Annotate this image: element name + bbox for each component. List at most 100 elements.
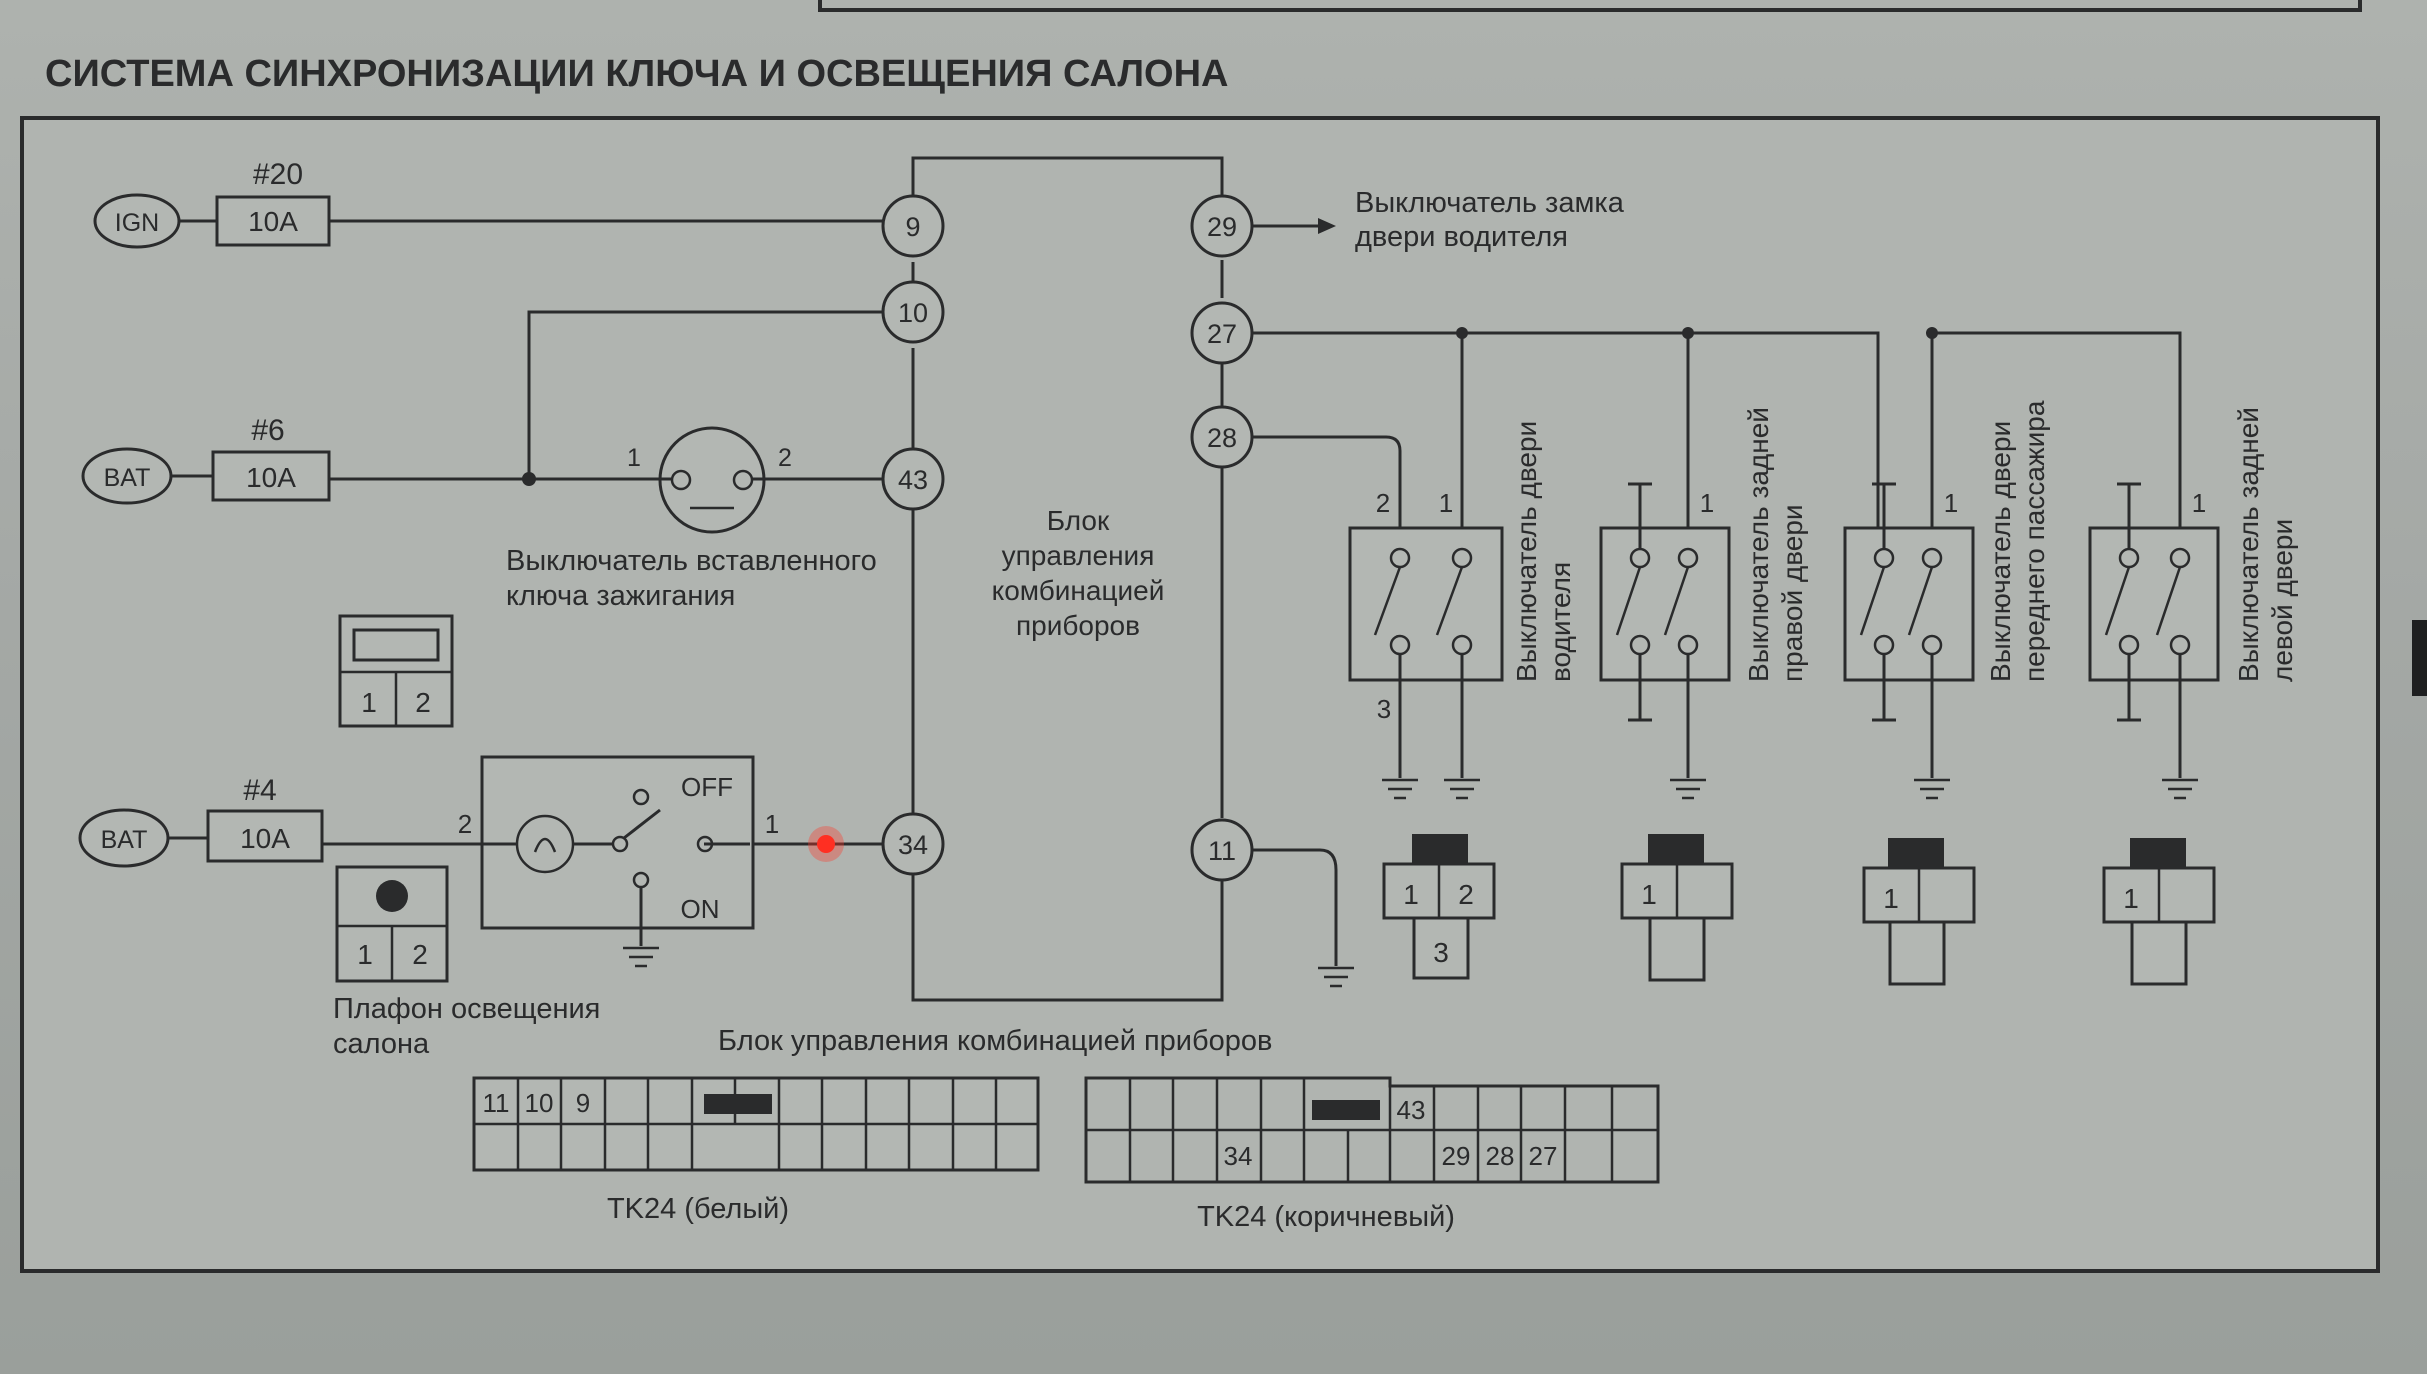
- control-unit-label-3: комбинацией: [992, 575, 1165, 606]
- pin-27-bus: [1252, 331, 1934, 528]
- front-passenger-door-switch: [1843, 482, 1975, 722]
- driver-door-pin3: 3: [1377, 694, 1391, 724]
- small-connector-pin2: 2: [415, 687, 431, 718]
- connector-white-label: TK24 (белый): [607, 1193, 789, 1225]
- room-lamp-pin1: 1: [765, 809, 779, 839]
- fuse-4-rating: 10A: [240, 823, 290, 854]
- white-pin-11: 11: [483, 1088, 510, 1118]
- driver-door-label-1: Выключатель двери: [1511, 421, 1542, 682]
- driver-door-switch-leads: [1398, 654, 1464, 778]
- door-lock-label-1: Выключатель замка: [1355, 187, 1625, 219]
- pin-11-label: 11: [1208, 836, 1236, 866]
- pin-28-label: 28: [1207, 423, 1237, 453]
- room-lamp-pin2: 2: [458, 809, 472, 839]
- key-switch: [658, 426, 766, 534]
- fuse-4: [206, 809, 324, 863]
- pin-34-label: 34: [898, 830, 928, 860]
- connectors-title: Блок управления комбинацией приборов: [718, 1025, 1272, 1057]
- fuse-4-number: #4: [243, 774, 276, 807]
- control-unit-label-2: управления: [1002, 540, 1155, 571]
- brown-pin-43: 43: [1397, 1095, 1426, 1125]
- page-edge-tab: [2412, 620, 2427, 696]
- pin-29-label: 29: [1207, 212, 1237, 242]
- fuse-6-rating: 10A: [246, 462, 296, 493]
- pin-10: [881, 280, 945, 344]
- rear-right-door-switch: [1599, 482, 1731, 722]
- key-switch-label-2: ключа зажигания: [506, 580, 735, 612]
- room-lamp-label-1: Плафон освещения: [333, 993, 600, 1025]
- lamp-connector-pin2: 2: [412, 939, 428, 970]
- ign-label: IGN: [115, 209, 159, 237]
- rear-right-door-label-2: правой двери: [1777, 504, 1808, 682]
- control-unit-label-1: Блок: [1047, 505, 1110, 536]
- front-passenger-connector-pin1: 1: [1883, 883, 1899, 914]
- driver-connector-pin2: 2: [1458, 879, 1474, 910]
- rear-left-door-connector: [2102, 838, 2216, 986]
- room-lamp-ground: [623, 946, 659, 968]
- pin-34: [881, 812, 945, 876]
- rear-left-connector-pin1: 1: [2123, 883, 2139, 914]
- room-lamp-contact-off: [632, 788, 650, 806]
- indicator-dot: [817, 835, 835, 853]
- driver-door-pin1: 1: [1439, 488, 1453, 518]
- rear-right-door-connector: [1620, 834, 1734, 982]
- fuse-20-number: #20: [253, 158, 303, 191]
- front-passenger-door-connector: [1862, 838, 1976, 986]
- room-lamp-contact-common: [611, 835, 629, 853]
- small-connector-pin1: 1: [361, 687, 377, 718]
- driver-door-label-2: водителя: [1545, 562, 1576, 682]
- room-lamp-filament: [533, 837, 557, 853]
- driver-door-switch: [1348, 526, 1504, 682]
- lamp-connector-pin1: 1: [357, 939, 373, 970]
- lamp-connector-grid: [337, 924, 447, 981]
- small-connector-slot: [352, 628, 440, 662]
- white-pin-10: 10: [525, 1088, 554, 1118]
- rear-right-connector-pin1: 1: [1641, 879, 1657, 910]
- driver-door-pin2: 2: [1376, 488, 1390, 518]
- room-lamp-off-label: OFF: [681, 772, 733, 802]
- white-pin-9: 9: [576, 1088, 590, 1118]
- rear-left-door-label-1: Выключатель задней: [2233, 407, 2264, 682]
- front-passenger-door-label-1: Выключатель двери: [1985, 421, 2016, 682]
- rear-right-door-ground: [1670, 778, 1706, 800]
- pin-9: [881, 194, 945, 258]
- driver-connector-pin1: 1: [1403, 879, 1419, 910]
- pin-11-ground: [1318, 966, 1354, 988]
- connector-brown-label: TK24 (коричневый): [1197, 1201, 1455, 1233]
- rear-left-door-pin1: 1: [2192, 488, 2206, 518]
- bat-label-1: BAT: [104, 464, 151, 492]
- room-lamp-wires: [482, 808, 750, 846]
- driver-door-connector: [1382, 834, 1496, 980]
- bat-label-2: BAT: [101, 826, 148, 854]
- key-switch-pin1: 1: [627, 444, 641, 472]
- pin-43: [881, 447, 945, 511]
- room-lamp-contact-door: [696, 835, 714, 853]
- fuse-6-number: #6: [251, 414, 284, 447]
- page-title: СИСТЕМА СИНХРОНИЗАЦИИ КЛЮЧА И ОСВЕЩЕНИЯ …: [45, 53, 1228, 95]
- pin-27-label: 27: [1207, 319, 1237, 349]
- pin-9-label: 9: [905, 212, 920, 242]
- pin-11-wire: [1252, 848, 1338, 966]
- connector-white: [472, 1076, 1040, 1172]
- brown-pin-27: 27: [1529, 1141, 1558, 1171]
- fuse-20-rating: 10A: [248, 206, 298, 237]
- lamp-connector-key: [376, 880, 408, 912]
- driver-door-ground: [1382, 778, 1480, 800]
- key-switch-pin2: 2: [778, 444, 792, 472]
- arrow-icon: [1318, 218, 1336, 234]
- front-passenger-door-ground: [1914, 778, 1950, 800]
- brown-pin-29: 29: [1442, 1141, 1471, 1171]
- driver-connector-pin3: 3: [1433, 937, 1449, 968]
- room-lamp-on-label: ON: [681, 894, 720, 924]
- room-lamp-label-2: салона: [333, 1028, 430, 1060]
- junction-bat6: [522, 472, 536, 486]
- control-unit-top: [911, 156, 1224, 226]
- brown-pin-28: 28: [1486, 1141, 1515, 1171]
- key-switch-label-1: Выключатель вставленного: [506, 545, 877, 577]
- door-lock-label-2: двери водителя: [1355, 221, 1568, 253]
- brown-pin-34: 34: [1224, 1141, 1253, 1171]
- connector-brown: [1084, 1076, 1660, 1184]
- pin-10-label: 10: [898, 298, 928, 328]
